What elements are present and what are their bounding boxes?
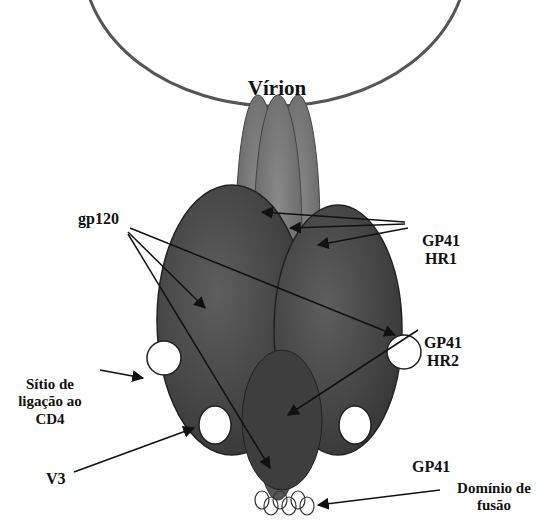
v3-loop <box>199 406 231 444</box>
part-label: gp120 <box>78 210 148 228</box>
part-label: Sítio de ligação ao CD4 <box>4 376 96 428</box>
part-label: GP41 HR1 <box>410 232 472 269</box>
part-label: GP41 HR2 <box>412 334 474 371</box>
gp120-lobes <box>157 185 402 490</box>
cd4-site <box>387 335 421 369</box>
leader-lines <box>74 212 440 505</box>
virion-membrane <box>83 0 467 106</box>
part-label: Domínio de fusão <box>444 480 544 515</box>
cd4-site <box>147 341 181 375</box>
part-label: V3 <box>46 470 86 488</box>
part-label: GP41 <box>412 458 472 476</box>
title-label: Vírion <box>222 76 332 100</box>
v3-loop <box>339 406 371 444</box>
fusion-domain <box>255 491 314 515</box>
